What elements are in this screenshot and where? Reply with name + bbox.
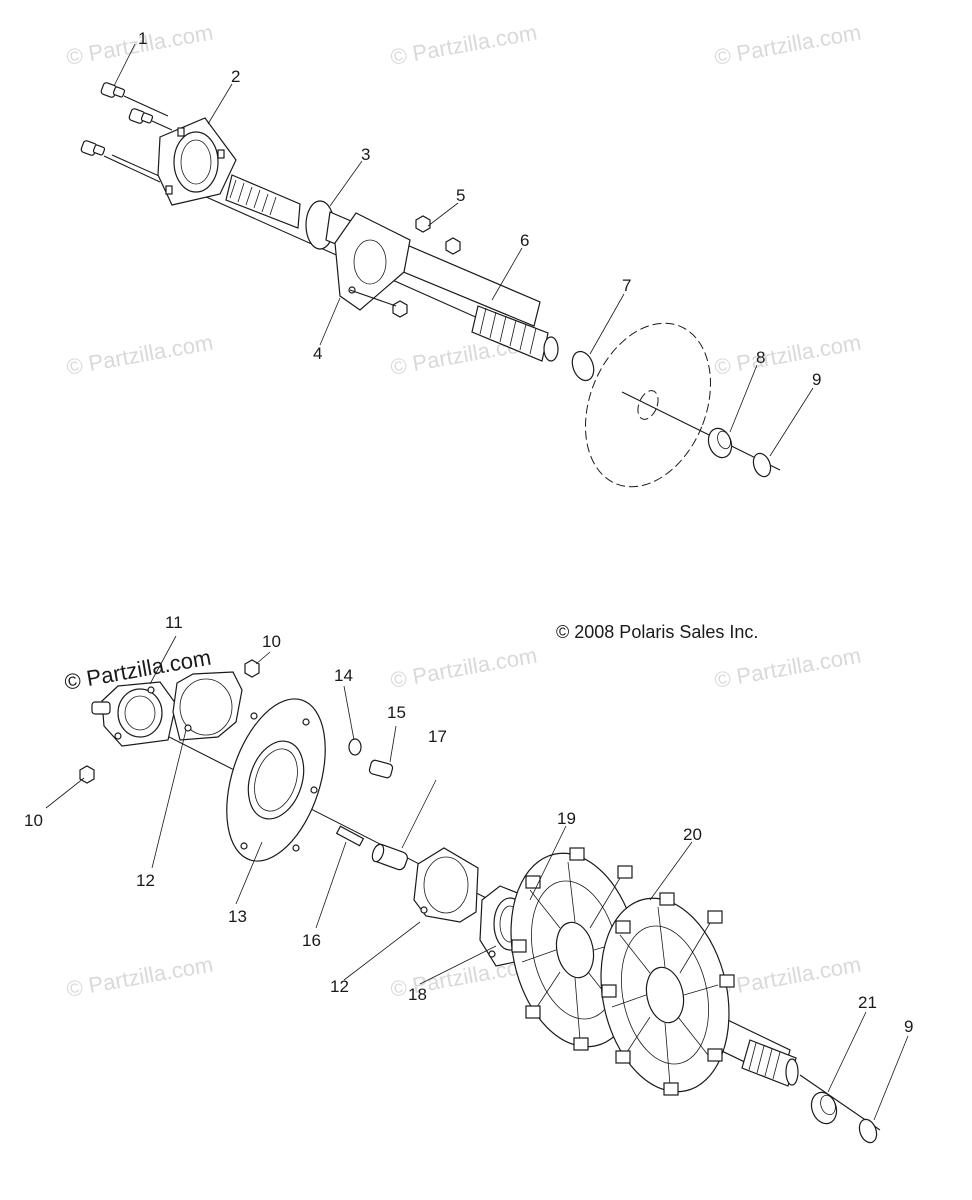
callout-3: 3 [361, 145, 370, 164]
key-icon [335, 825, 365, 847]
bearing-icon [707, 427, 733, 459]
watermark: © Partzilla.com [713, 20, 863, 70]
callout-8: 8 [756, 348, 765, 367]
snap-ring-icon [858, 1118, 878, 1144]
bearing-plate-icon [226, 698, 326, 862]
callout-5: 5 [456, 186, 465, 205]
watermark: © Partzilla.com [713, 643, 863, 693]
callout-17: 17 [428, 727, 447, 746]
watermark: © Partzilla.com [65, 330, 215, 380]
callout-14: 14 [334, 666, 353, 685]
callout-10-left: 10 [24, 811, 43, 830]
upper-assembly: 1 2 3 5 6 7 4 8 9 [80, 29, 821, 488]
leader-lines [113, 43, 814, 457]
leader-lines [45, 635, 909, 1121]
copyright-notice: © 2008 Polaris Sales Inc. [556, 622, 758, 642]
bearing-plate-icon [334, 212, 411, 311]
gasket-icon [413, 847, 479, 923]
callout-13: 13 [228, 907, 247, 926]
nut-icon [445, 237, 461, 255]
callout-9-bottom: 9 [904, 1017, 913, 1036]
callout-21: 21 [858, 993, 877, 1012]
bushing-icon [371, 843, 408, 871]
callout-9-top: 9 [812, 370, 821, 389]
nut-icon [79, 765, 95, 784]
callout-6: 6 [520, 231, 529, 250]
callout-2: 2 [231, 67, 240, 86]
callout-16: 16 [302, 931, 321, 950]
snap-ring-icon [752, 452, 772, 478]
callout-15: 15 [387, 703, 406, 722]
bolt-icon [128, 108, 173, 131]
snap-ring-icon [571, 350, 595, 382]
callout-4: 4 [313, 344, 322, 363]
washer-icon [348, 738, 362, 756]
callout-18: 18 [408, 985, 427, 1004]
nut-icon [244, 659, 260, 678]
bolt-icon [80, 140, 161, 183]
callout-10-right: 10 [262, 632, 281, 651]
nut-icon [392, 300, 408, 318]
bearing-flange-icon [157, 117, 237, 206]
callout-12-left: 12 [136, 871, 155, 890]
callout-19: 19 [557, 809, 576, 828]
lower-assembly: 11 10 14 15 17 10 19 20 12 13 16 18 12 2… [24, 613, 913, 1144]
watermark: © Partzilla.com [713, 952, 863, 1002]
drive-sprocket-icon [510, 847, 799, 1096]
watermark: © Partzilla.com [713, 330, 863, 380]
watermark: © Partzilla.com [389, 20, 539, 70]
nut-icon [415, 215, 431, 233]
watermark: © Partzilla.com [389, 643, 539, 693]
bearing-icon [810, 1091, 838, 1125]
callout-11: 11 [165, 613, 183, 632]
callout-7: 7 [622, 276, 631, 295]
callout-20: 20 [683, 825, 702, 844]
bolt-icon [100, 82, 169, 117]
callout-1: 1 [138, 29, 147, 48]
pin-icon [368, 759, 394, 779]
drive-disc-icon [585, 322, 711, 488]
flange-bearing-icon [91, 681, 177, 747]
gasket-icon [172, 671, 243, 741]
callout-12-right: 12 [330, 977, 349, 996]
watermark: © Partzilla.com [65, 952, 215, 1002]
